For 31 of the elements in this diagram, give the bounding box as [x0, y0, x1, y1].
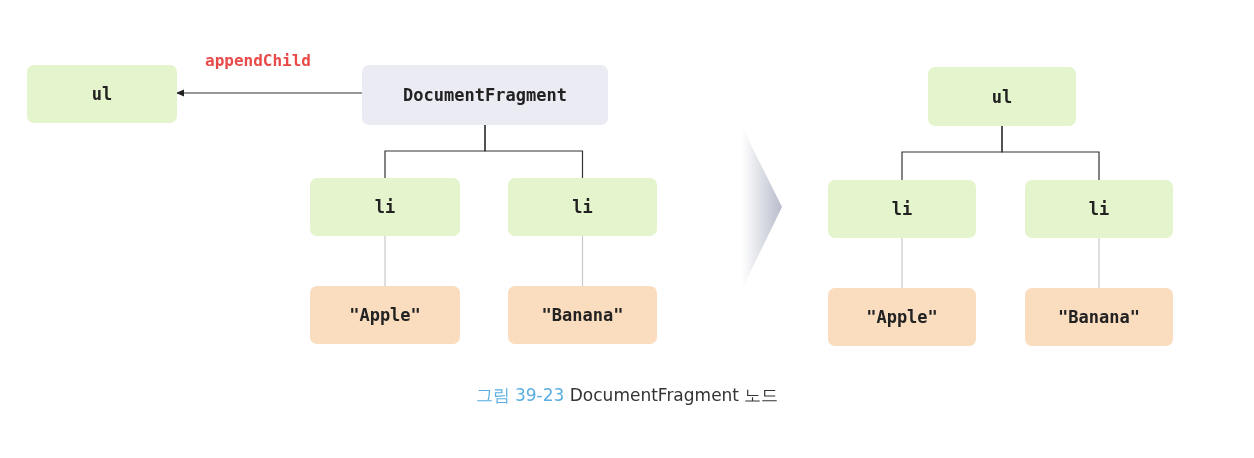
node-label: li: [572, 197, 593, 217]
element-box: [27, 65, 177, 123]
node-label: "Apple": [866, 307, 938, 327]
text-node-box: [1025, 288, 1173, 346]
connector-line: [384, 235, 386, 287]
node-label: li: [891, 199, 913, 219]
connector-line: [1098, 237, 1100, 289]
connector-line: [901, 237, 903, 289]
node-label: li: [1088, 199, 1110, 219]
text-node-box: [508, 286, 657, 344]
element-box: [1025, 180, 1173, 238]
node-label: "Apple": [349, 305, 421, 325]
element-box: [828, 180, 976, 238]
element-box: [508, 178, 657, 236]
arrow: [176, 89, 363, 97]
element-box: [928, 67, 1076, 126]
node-label: ul: [991, 86, 1013, 107]
connector-line: [1001, 125, 1100, 181]
node-label: "Banana": [541, 305, 624, 325]
connector-line: [581, 235, 584, 287]
text-node-box: [828, 288, 976, 346]
element-box: [310, 178, 460, 236]
figure-caption: 그림 39-23 DocumentFragment 노드: [475, 385, 779, 405]
node-label: ul: [91, 84, 113, 104]
node-label: li: [374, 197, 396, 217]
fragment-box: [362, 65, 608, 125]
node-label: "Banana": [1058, 307, 1140, 327]
node-label: DocumentFragment: [403, 85, 567, 105]
connector-line: [484, 124, 584, 179]
edge-label: appendChild: [203, 51, 313, 70]
text-node-box: [310, 286, 460, 344]
